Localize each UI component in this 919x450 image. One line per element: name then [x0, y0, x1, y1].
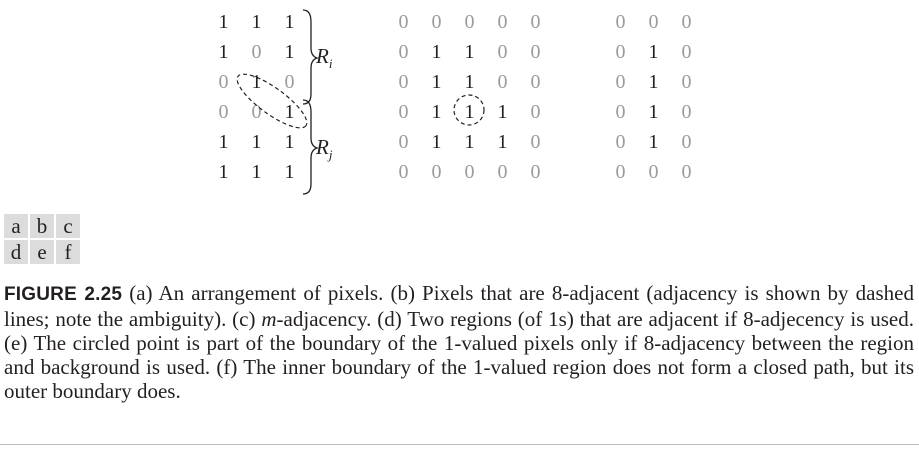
matrix-cell: 0 — [681, 41, 692, 63]
figure-caption: FIGURE 2.25 (a) An arrangement of pixels… — [4, 281, 914, 403]
matrix-cell: 0 — [615, 71, 626, 93]
caption-m-variable: m — [261, 307, 277, 331]
matrix-cell: 0 — [431, 11, 442, 33]
matrix-cell: 0 — [464, 11, 475, 33]
matrix-cell: 0 — [615, 41, 626, 63]
matrix-cell: 0 — [530, 131, 541, 153]
matrix-cell: 0 — [431, 161, 442, 183]
matrix-cell: 1 — [251, 131, 262, 153]
panel-letter-d: d — [4, 240, 28, 264]
matrix-cell: 1 — [648, 101, 659, 123]
matrix-cell: 0 — [398, 101, 409, 123]
region-label-ri: Ri — [316, 44, 333, 72]
matrix-cell: 1 — [648, 41, 659, 63]
matrix-cell: 1 — [284, 11, 295, 33]
matrix-cell: 1 — [497, 131, 508, 153]
matrix-cell: 0 — [615, 101, 626, 123]
figure-label: FIGURE 2.25 — [4, 284, 123, 305]
matrix-cell: 0 — [398, 161, 409, 183]
matrix-cell: 1 — [464, 71, 475, 93]
matrix-cell: 0 — [497, 71, 508, 93]
matrix-cell: 0 — [648, 11, 659, 33]
matrix-cell: 1 — [497, 101, 508, 123]
panel-letter-b: b — [30, 214, 54, 238]
matrix-cell: 0 — [530, 41, 541, 63]
matrix-cell: 0 — [648, 161, 659, 183]
matrix-cell: 0 — [681, 131, 692, 153]
bottom-rule — [0, 444, 919, 445]
matrix-cell: 0 — [284, 71, 295, 93]
matrix-cell: 0 — [398, 11, 409, 33]
matrix-cell: 0 — [681, 71, 692, 93]
matrix-cell: 0 — [530, 71, 541, 93]
matrix-cell: 0 — [464, 161, 475, 183]
matrix-cell: 1 — [218, 11, 229, 33]
matrix-cell: 1 — [464, 131, 475, 153]
matrix-cell: 0 — [398, 41, 409, 63]
panel-letter-grid: a b c d e f — [4, 214, 80, 264]
matrix-cell: 0 — [681, 101, 692, 123]
matrix-cell: 1 — [284, 101, 295, 123]
matrix-cell: 1 — [464, 41, 475, 63]
caption-text-part2: -adjacency. (d) Two regions (of 1s) that… — [4, 307, 914, 403]
matrix-cell: 1 — [431, 101, 442, 123]
matrix-cell: 0 — [615, 131, 626, 153]
matrix-cell: 1 — [464, 101, 475, 123]
matrix-cell: 0 — [398, 71, 409, 93]
matrix-cell: 1 — [431, 71, 442, 93]
matrix-cell: 1 — [218, 161, 229, 183]
matrix-cell: 0 — [497, 41, 508, 63]
matrix-cell: 0 — [681, 11, 692, 33]
panel-letter-a: a — [4, 214, 28, 238]
matrix-cell: 1 — [218, 41, 229, 63]
matrix-cell: 0 — [615, 11, 626, 33]
caption-text-part1: (a) An arrangement of pixels. (b) Pixels… — [4, 281, 914, 331]
matrix-cell: 1 — [251, 11, 262, 33]
matrix-cell: 0 — [218, 101, 229, 123]
matrix-cell: 1 — [648, 131, 659, 153]
panel-letter-c: c — [56, 214, 80, 238]
matrix-cell: 0 — [681, 161, 692, 183]
matrix-cell: 0 — [398, 131, 409, 153]
matrix-cell: 0 — [497, 11, 508, 33]
matrix-cell: 0 — [251, 101, 262, 123]
panel-letter-e: e — [30, 240, 54, 264]
matrix-cell: 1 — [284, 41, 295, 63]
matrix-cell: 1 — [431, 131, 442, 153]
matrix-cell: 1 — [251, 71, 262, 93]
matrix-cell: 0 — [530, 101, 541, 123]
matrix-cell: 0 — [218, 71, 229, 93]
matrix-cell: 0 — [251, 41, 262, 63]
matrix-cell: 0 — [530, 161, 541, 183]
matrix-cell: 1 — [648, 71, 659, 93]
matrix-cell: 0 — [497, 161, 508, 183]
matrix-cell: 1 — [284, 131, 295, 153]
matrix-cell: 1 — [284, 161, 295, 183]
matrix-cell: 1 — [431, 41, 442, 63]
region-label-rj: Rj — [316, 135, 333, 163]
matrix-cell: 1 — [218, 131, 229, 153]
matrix-cell: 1 — [251, 161, 262, 183]
matrix-cell: 0 — [530, 11, 541, 33]
panel-letter-f: f — [56, 240, 80, 264]
matrix-cell: 0 — [615, 161, 626, 183]
